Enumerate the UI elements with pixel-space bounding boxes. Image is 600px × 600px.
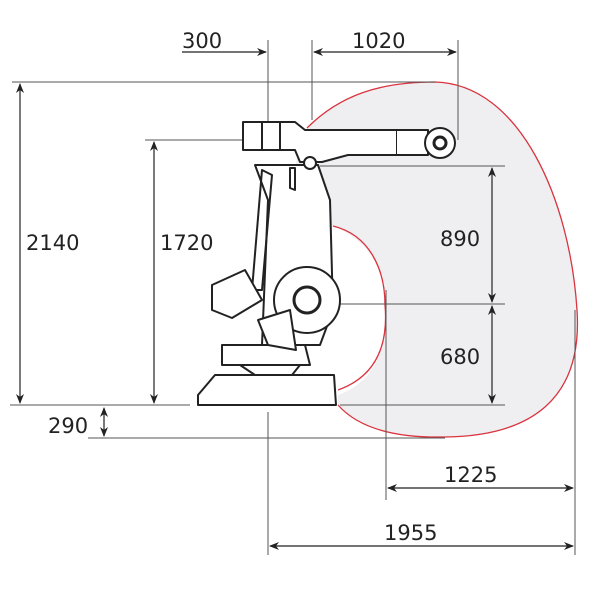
dim-label-lower-right: 680 [440, 345, 480, 369]
working-envelope [295, 82, 578, 438]
dim-label-upper-right: 890 [440, 227, 480, 251]
dim-label-base-offset: 290 [48, 414, 88, 438]
dim-label-height-total: 2140 [26, 231, 79, 255]
robot-outline [197, 121, 456, 406]
dimension-arrows [16, 48, 574, 550]
dim-label-reach-total: 1955 [384, 521, 437, 545]
dim-label-top-left: 300 [182, 29, 222, 53]
dim-label-top-right: 1020 [352, 29, 405, 53]
outer-range-curve [306, 81, 579, 438]
dim-label-reach-inner: 1225 [444, 463, 497, 487]
dim-label-height-axis: 1720 [160, 231, 213, 255]
extension-lines [10, 40, 576, 555]
